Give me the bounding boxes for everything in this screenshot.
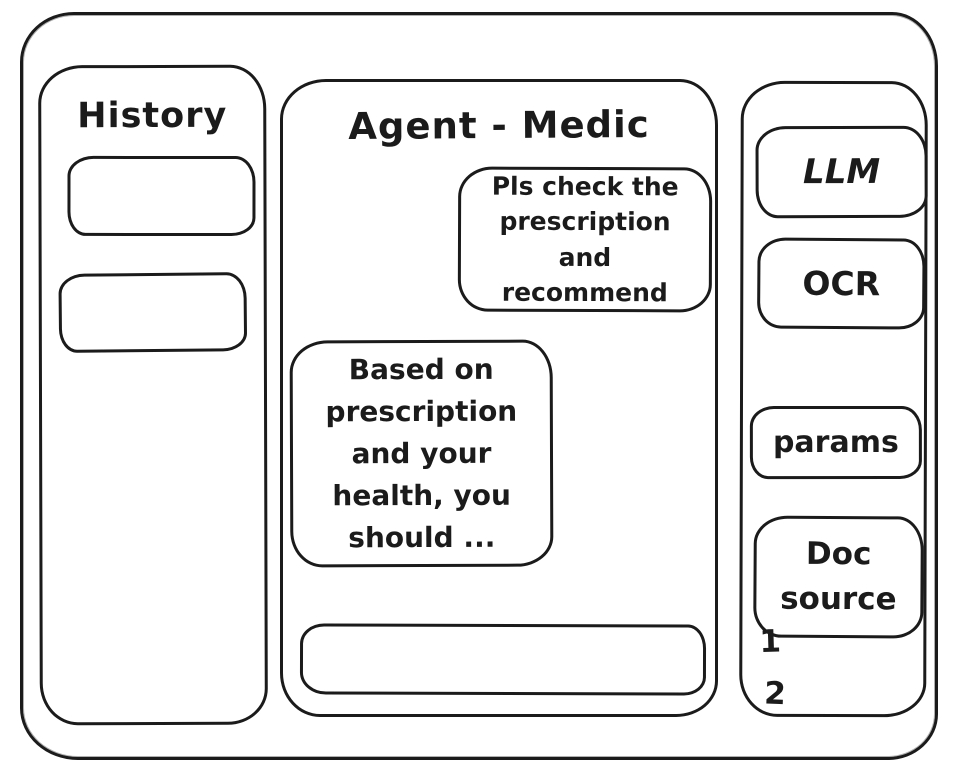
history-title: History xyxy=(77,95,228,137)
params-button[interactable]: params xyxy=(749,405,922,480)
window-frame: History Agent - Medic Pls check the pres… xyxy=(20,12,938,760)
agent-message-bubble: Based on prescription and your health, y… xyxy=(289,339,554,568)
user-message-bubble: Pls check the prescription and recommend xyxy=(457,166,713,313)
chat-title: Agent - Medic xyxy=(348,102,650,149)
user-message-text: Pls check the prescription and recommend xyxy=(491,171,679,308)
agent-message-text: Based on prescription and your health, y… xyxy=(325,352,518,554)
ocr-button[interactable]: OCR xyxy=(756,237,926,330)
chat-input[interactable] xyxy=(299,623,707,696)
doc-source-item-2[interactable]: 2 xyxy=(763,675,787,713)
history-item-2[interactable] xyxy=(58,272,248,353)
doc-source-button[interactable]: Doc source xyxy=(753,515,924,639)
llm-button[interactable]: LLM xyxy=(755,125,928,219)
tools-panel: LLM OCR params Doc source 1 2 xyxy=(739,80,928,718)
doc-source-label: Doc source xyxy=(780,535,897,618)
history-panel: History xyxy=(38,64,268,726)
doc-source-item-1[interactable]: 1 xyxy=(758,623,782,661)
chat-panel: Agent - Medic Pls check the prescription… xyxy=(280,79,718,717)
history-item-1[interactable] xyxy=(67,155,256,237)
